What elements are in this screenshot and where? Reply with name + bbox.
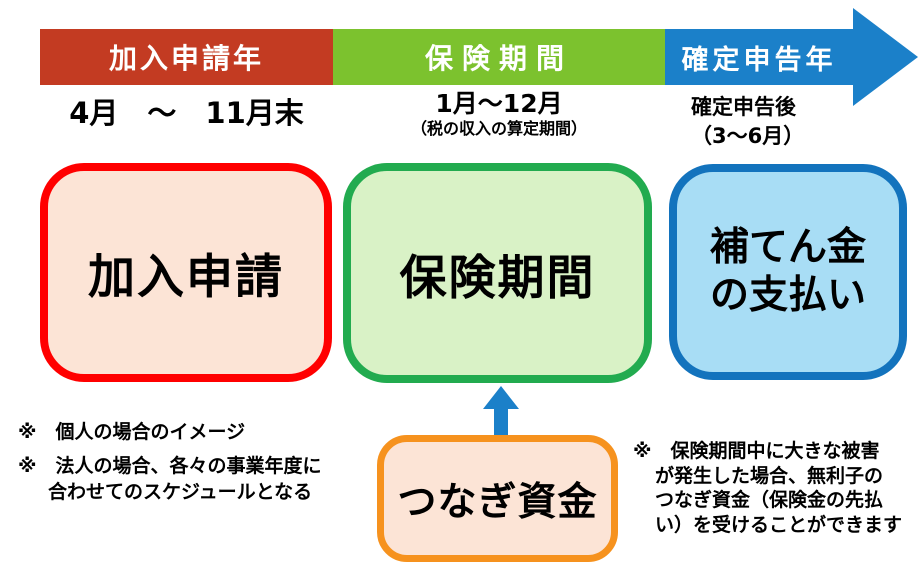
note-individual: ※ 個人の場合のイメージ — [18, 421, 246, 443]
up-arrow-icon — [483, 386, 519, 409]
timeline-segment-application-year-label: 加入申請年 — [108, 42, 264, 75]
bridge-fund-box: つなぎ資金 — [377, 435, 618, 562]
note-bridge-fund-line3: つなぎ資金（保険金の先払 — [655, 489, 884, 511]
timeline-segment-tax-return-year-label: 確定申告年 — [681, 44, 837, 76]
insurance-period-box-label: 保険期間 — [399, 250, 596, 306]
timeline-segment-application-year: 加入申請年 — [40, 29, 333, 85]
note-bridge-fund-line1: ※ 保険期間中に大きな被害 — [633, 440, 880, 462]
insurance-period-dates-main: 1月～12月 — [435, 89, 563, 118]
timeline-arrowhead-icon — [853, 8, 918, 106]
payment-box-label-line2: の支払い — [709, 273, 866, 318]
timeline-segment-tax-return-year: 確定申告年 — [665, 29, 853, 85]
note-bridge-fund-line2: が発生した場合、無利子の — [655, 464, 884, 487]
timeline-segment-insurance-period-label: 保険期間 — [424, 42, 573, 75]
payment-box-label: 補てん金 の支払い — [710, 224, 866, 319]
insurance-period-dates-note: （税の収入の算定期間） — [410, 119, 587, 138]
tax-return-dates-line1: 確定申告後 — [691, 95, 796, 119]
application-box-label: 加入申請 — [88, 250, 284, 305]
tax-return-dates: 確定申告後 （3～6月） — [691, 93, 804, 151]
note-bridge-fund: ※ 保険期間中に大きな被害 が発生した場合、無利子の つなぎ資金（保険金の先払 … — [633, 439, 902, 537]
application-period-dates: 4月 ～ 11月末 — [69, 96, 304, 130]
note-corporate-line1: ※ 法人の場合、各々の事業年度に — [18, 455, 322, 477]
note-bridge-fund-line4: い）を受けることができます — [655, 513, 903, 536]
up-arrow-shaft — [494, 408, 508, 436]
application-box: 加入申請 — [40, 163, 332, 382]
insurance-period-dates: 1月～12月 （税の収入の算定期間） — [333, 89, 665, 139]
note-corporate: ※ 法人の場合、各々の事業年度に 合わせてのスケジュールとなる — [18, 453, 321, 505]
timeline-segment-insurance-period: 保険期間 — [333, 29, 665, 85]
note-corporate-line2: 合わせてのスケジュールとなる — [48, 481, 313, 503]
payment-box-label-line1: 補てん金 — [709, 225, 866, 271]
bridge-fund-box-label: つなぎ資金 — [397, 479, 598, 525]
payment-box: 補てん金 の支払い — [669, 164, 907, 380]
insurance-period-box: 保険期間 — [343, 163, 652, 383]
tax-return-dates-line2: （3～6月） — [691, 124, 805, 148]
